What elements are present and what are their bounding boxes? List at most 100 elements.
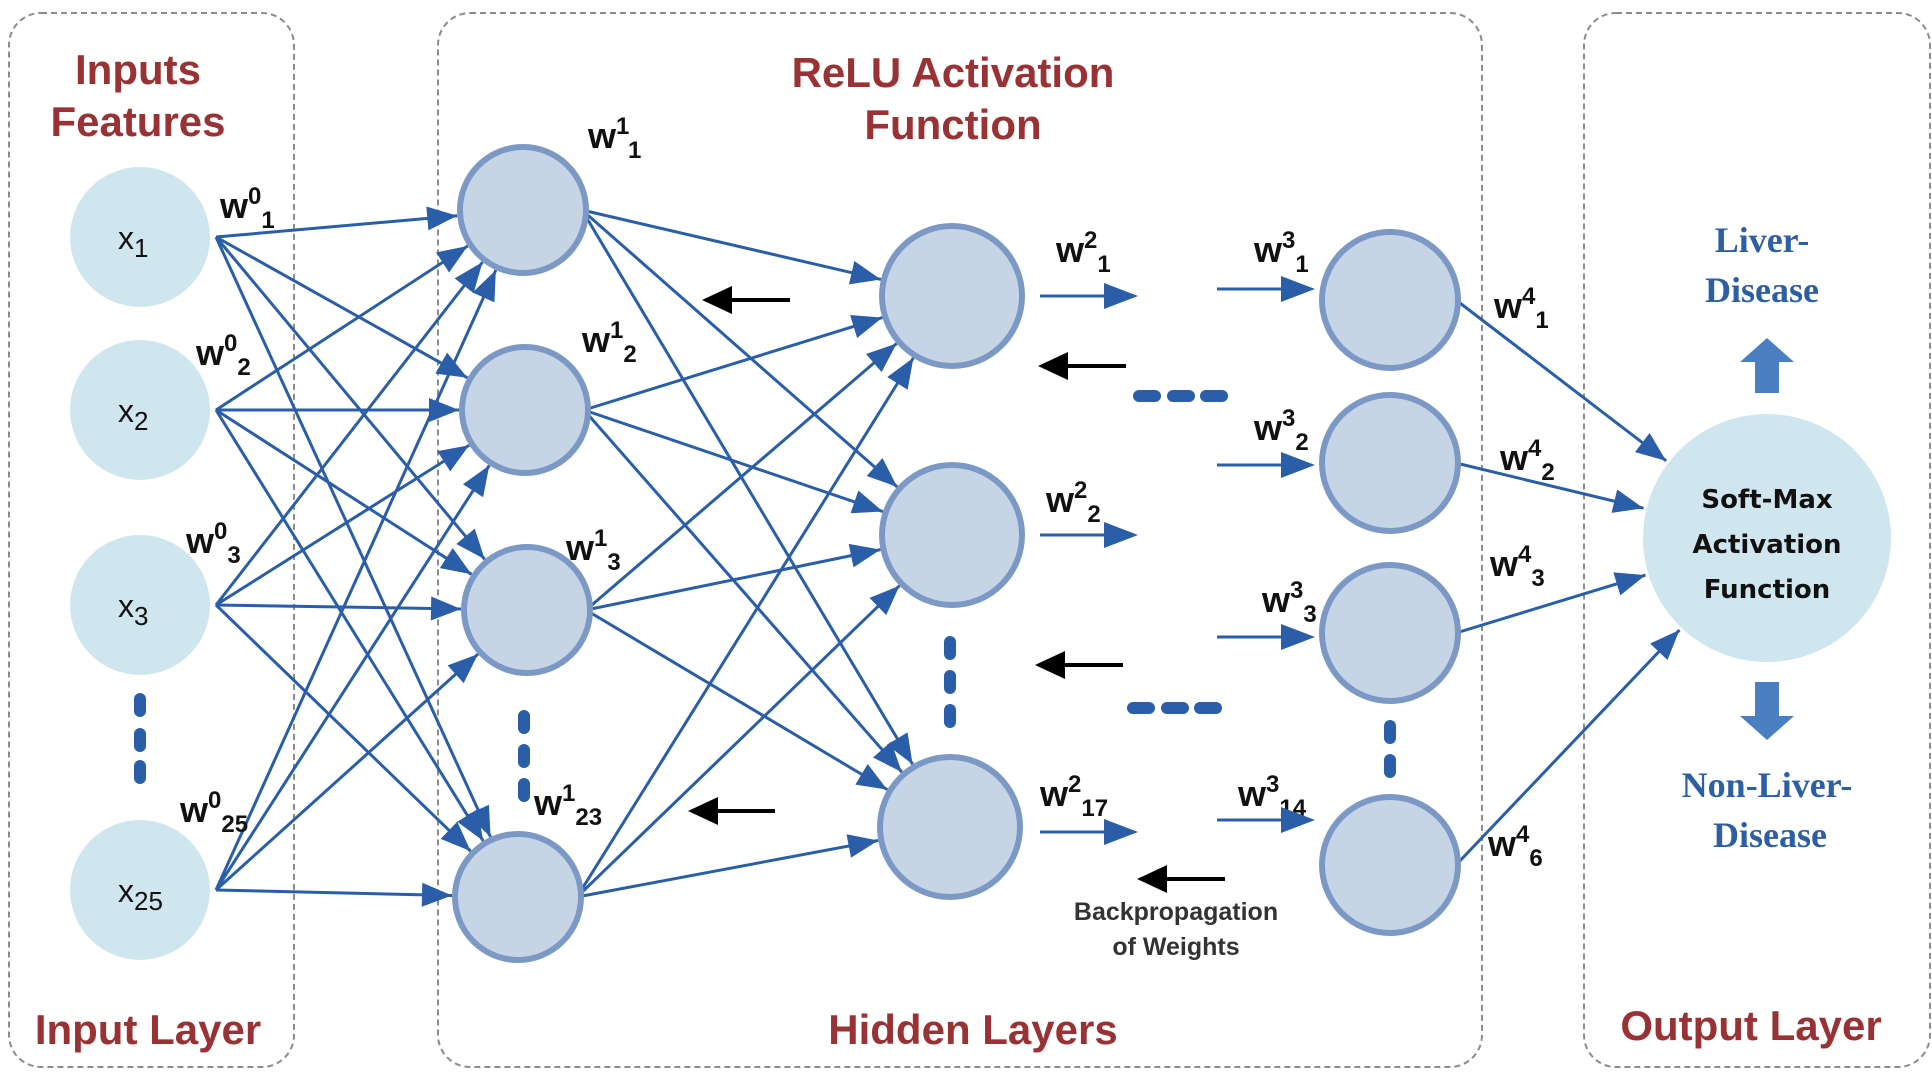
hidden1-node xyxy=(457,144,589,276)
softmax-line-3: Function xyxy=(1704,575,1831,605)
weight-label-layer4: w41 xyxy=(1493,283,1549,334)
edge-arrowhead xyxy=(426,206,458,231)
down-arrow-icon xyxy=(1740,682,1794,740)
weight-label-layer4: w42 xyxy=(1499,435,1555,486)
connection-edge xyxy=(1455,573,1646,635)
weight-subscript: 25 xyxy=(221,811,248,838)
edge-arrowhead xyxy=(436,246,468,273)
edge-arrowhead xyxy=(440,821,471,852)
edge-arrowhead xyxy=(866,458,898,487)
weight-label-layer0: w03 xyxy=(185,518,241,569)
weight-superscript: 4 xyxy=(1518,541,1532,568)
hidden2-node xyxy=(877,754,1023,900)
weight-subscript: 2 xyxy=(1087,501,1100,528)
input-node-label: x1 xyxy=(118,220,148,263)
weight-label-layer3: w33 xyxy=(1261,577,1317,628)
hidden1-ellipsis xyxy=(518,744,530,768)
edge-arrowhead xyxy=(1650,630,1680,661)
weight-label-layer1: w12 xyxy=(581,317,637,368)
hidden-row-ellipsis xyxy=(1161,702,1189,714)
connection-edge xyxy=(1455,461,1644,510)
weight-label-layer2: w22 xyxy=(1045,477,1101,528)
edge-arrowhead xyxy=(439,547,472,575)
connection-edge xyxy=(214,464,491,891)
edge-arrowhead xyxy=(1635,433,1667,461)
weight-superscript: 4 xyxy=(1522,283,1536,310)
input-title-line-1: Inputs xyxy=(75,46,201,93)
backprop-arrow-head xyxy=(1137,865,1167,893)
connection-edge xyxy=(582,409,903,774)
weight-superscript: 2 xyxy=(1074,477,1087,504)
weight-superscript: 3 xyxy=(1282,227,1295,254)
output-layer-footer: Output Layer xyxy=(1620,1002,1881,1049)
weight-label-layer0: w02 xyxy=(195,330,251,381)
connection-edge xyxy=(575,584,901,899)
connection-edges xyxy=(214,206,1681,907)
weight-subscript: 1 xyxy=(1295,251,1308,278)
non-liver-disease-line-1: Non-Liver- xyxy=(1682,765,1853,805)
weight-superscript: 1 xyxy=(616,113,629,140)
input-ellipsis xyxy=(134,760,146,784)
softmax-line-2: Activation xyxy=(1692,530,1841,560)
input-node xyxy=(70,820,210,960)
edge-arrowhead xyxy=(873,741,902,773)
connection-edge xyxy=(585,548,881,612)
connection-edge xyxy=(215,443,470,607)
connection-edge xyxy=(585,608,889,791)
hidden-row-ellipsis xyxy=(1167,390,1195,402)
weight-label-layer4: w43 xyxy=(1489,541,1545,592)
backprop-arrow-head xyxy=(688,797,718,825)
liver-disease-line-1: Liver- xyxy=(1715,220,1810,260)
edge-arrowhead xyxy=(472,270,496,303)
flow-arrows xyxy=(688,276,1315,893)
connection-edge xyxy=(214,236,486,561)
hidden3-node xyxy=(1319,562,1461,704)
connection-edge xyxy=(580,209,914,766)
connection-edge xyxy=(1455,298,1668,463)
weight-superscript: 3 xyxy=(1266,771,1279,798)
hidden1-ellipsis xyxy=(518,778,530,802)
weight-subscript: 6 xyxy=(1529,845,1542,872)
weight-subscript: 1 xyxy=(1097,251,1110,278)
input-node xyxy=(70,340,210,480)
edge-arrowhead xyxy=(457,809,484,841)
hidden3-ellipsis xyxy=(1384,720,1396,744)
connection-edge xyxy=(215,603,462,611)
softmax-line-1: Soft-Max xyxy=(1701,485,1833,515)
edge-arrowhead xyxy=(850,315,883,338)
hidden-title-line-1: ReLU Activation xyxy=(792,49,1115,96)
hidden3-node xyxy=(1319,794,1461,936)
edge-arrowhead xyxy=(421,882,453,907)
connection-edge xyxy=(215,408,473,576)
hidden3-ellipsis xyxy=(1384,754,1396,778)
connection-edge xyxy=(215,244,469,412)
edge-arrowhead xyxy=(1611,489,1644,513)
connection-edge xyxy=(575,357,915,898)
weight-subscript: 23 xyxy=(575,804,602,831)
weight-subscript: 2 xyxy=(1295,429,1308,456)
edge-arrowhead xyxy=(430,596,462,621)
weight-subscript: 1 xyxy=(261,207,274,234)
weight-subscript: 3 xyxy=(227,542,240,569)
connection-edge xyxy=(214,409,485,842)
weight-subscript: 3 xyxy=(1531,565,1544,592)
weight-superscript: 0 xyxy=(208,787,221,814)
weight-superscript: 4 xyxy=(1528,435,1542,462)
edge-arrowhead xyxy=(437,445,470,472)
edge-arrowhead xyxy=(850,490,883,514)
weight-superscript: 3 xyxy=(1290,577,1303,604)
forward-arrow-head xyxy=(1281,624,1315,650)
hidden-title-line-2: Function xyxy=(864,101,1041,148)
edge-arrowhead xyxy=(869,585,900,616)
connection-edge xyxy=(583,316,883,412)
edge-arrowhead xyxy=(887,357,914,390)
connection-edge xyxy=(214,261,484,606)
weight-superscript: 2 xyxy=(1084,227,1097,254)
input-node-subscript: 2 xyxy=(134,406,148,436)
hidden2-node xyxy=(879,462,1025,608)
weight-superscript: 0 xyxy=(214,518,227,545)
weight-superscript: 4 xyxy=(1516,821,1530,848)
hidden-layers-footer: Hidden Layers xyxy=(828,1006,1117,1053)
connection-edge xyxy=(1454,628,1681,867)
